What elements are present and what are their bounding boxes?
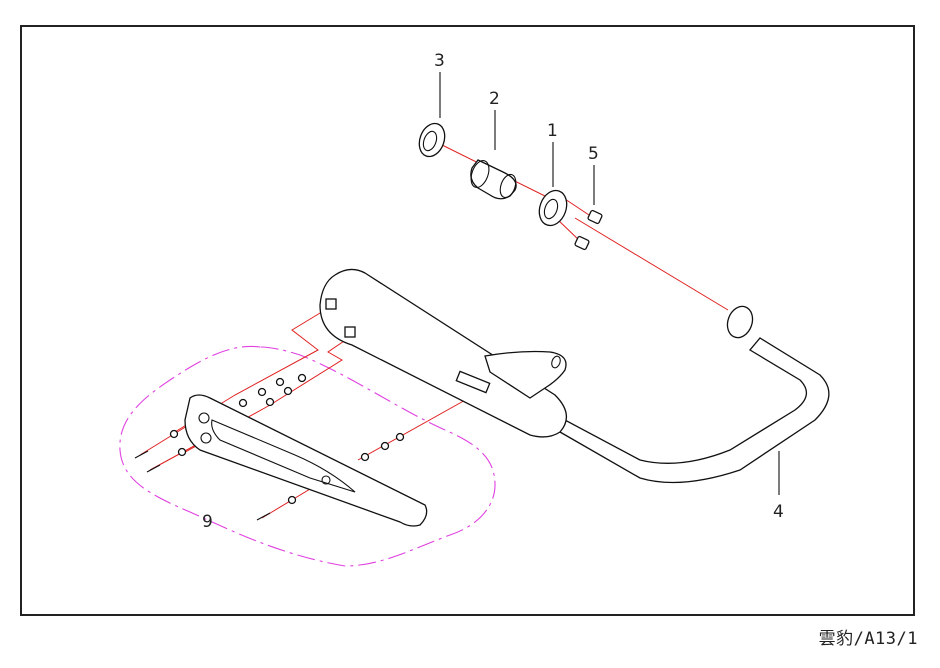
page-reference: 雲豹/A13/1	[818, 629, 918, 649]
callout-1: 1	[547, 121, 558, 141]
part-2-sleeve	[470, 159, 517, 200]
washers-and-screws	[134, 373, 405, 521]
part-4-muffler	[319, 268, 830, 484]
part-1-ring	[538, 189, 568, 227]
callout-9: 9	[202, 512, 213, 532]
callout-3: 3	[434, 51, 445, 71]
callout-4: 4	[773, 502, 784, 522]
part-3-gasket	[418, 122, 446, 158]
part-9-heat-shield	[134, 373, 428, 527]
callout-2: 2	[489, 89, 500, 109]
drawing-frame	[20, 25, 915, 616]
kit-boundary-9	[119, 345, 496, 567]
part-5-nuts	[574, 209, 603, 251]
callout-5: 5	[588, 144, 599, 164]
